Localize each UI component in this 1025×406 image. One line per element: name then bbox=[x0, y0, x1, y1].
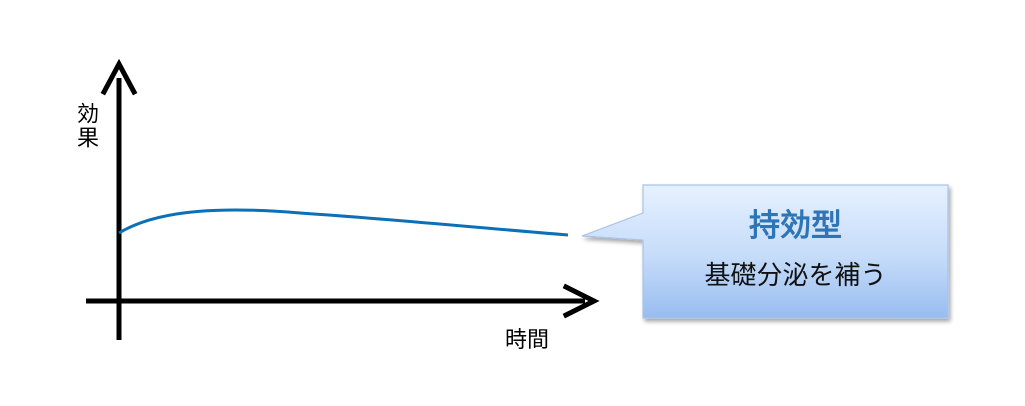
x-axis bbox=[86, 283, 600, 319]
x-axis-arrowhead bbox=[562, 283, 600, 319]
y-axis-arrowhead bbox=[100, 58, 138, 96]
callout-box bbox=[581, 184, 949, 319]
callout-subtitle: 基礎分泌を補う bbox=[704, 261, 887, 291]
x-axis-label: 時間 bbox=[505, 328, 550, 353]
effect-curve bbox=[118, 208, 569, 237]
callout-title: 持効型 bbox=[749, 208, 842, 244]
y-axis-label: 効果 bbox=[73, 102, 98, 150]
y-axis bbox=[100, 58, 138, 340]
